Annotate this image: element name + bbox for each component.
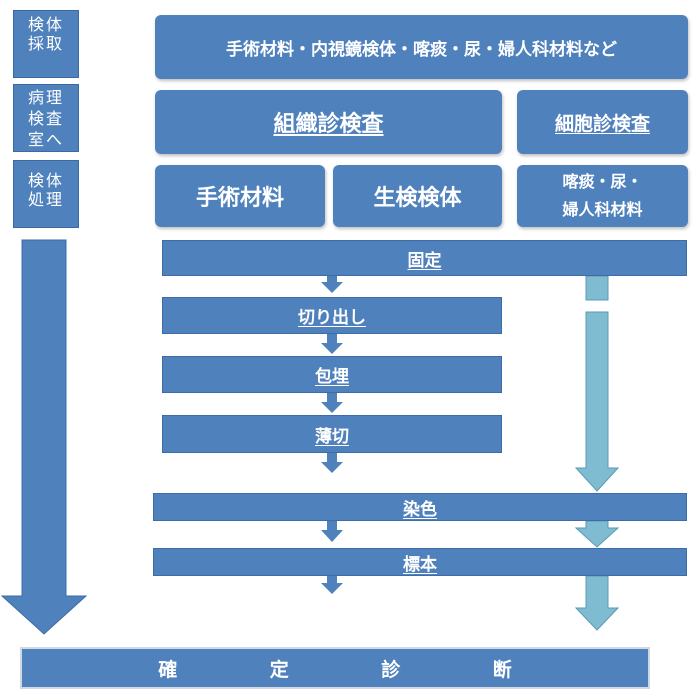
- cytology-material-line1: 喀痰・尿・: [562, 172, 643, 191]
- step-staining: 染色: [153, 493, 687, 521]
- center-arrow-3: [321, 393, 343, 413]
- cytology-stub: [585, 275, 609, 301]
- step-embedding: 包埋: [162, 356, 502, 393]
- final-diagnosis-char-3: 診: [381, 658, 401, 681]
- side-step-collection: 検体 採取: [13, 10, 79, 78]
- final-diagnosis-char-4: 断: [492, 658, 512, 681]
- cytology-arrow-1: [574, 311, 620, 492]
- center-arrow-5: [321, 521, 343, 542]
- left-flow-arrow: [0, 239, 88, 635]
- biopsy-specimen-box: 生検検体: [333, 165, 502, 227]
- center-arrow-6: [321, 576, 343, 594]
- step-sectioning: 薄切: [162, 415, 502, 453]
- center-arrow-2: [321, 334, 343, 354]
- side-step-to-lab: 病理 検査 室へ: [13, 84, 79, 152]
- histology-header: 組織診検査: [155, 90, 502, 154]
- cytology-material-line2: 婦人科材料: [562, 200, 643, 219]
- side-step-processing: 検体 処理: [13, 160, 79, 228]
- step-grossing: 切り出し: [162, 297, 502, 334]
- center-arrow-4: [321, 453, 343, 473]
- cytology-arrow-3: [574, 575, 620, 631]
- final-diagnosis-char-2: 定: [269, 658, 289, 681]
- center-arrow-1: [321, 275, 343, 293]
- cytology-material-box: 喀痰・尿・ 婦人科材料: [517, 165, 688, 227]
- final-diagnosis-char-1: 確: [158, 658, 178, 681]
- cytology-arrow-2: [574, 520, 620, 548]
- specimen-types-banner: 手術材料・内視鏡検体・喀痰・尿・婦人科材料など: [155, 15, 688, 79]
- step-fixation: 固定: [162, 240, 687, 276]
- final-diagnosis-bar: 確 定 診 断: [20, 647, 650, 689]
- cytology-header: 細胞診検査: [517, 90, 688, 154]
- step-specimen: 標本: [153, 548, 687, 576]
- surgical-material-box: 手術材料: [155, 165, 325, 227]
